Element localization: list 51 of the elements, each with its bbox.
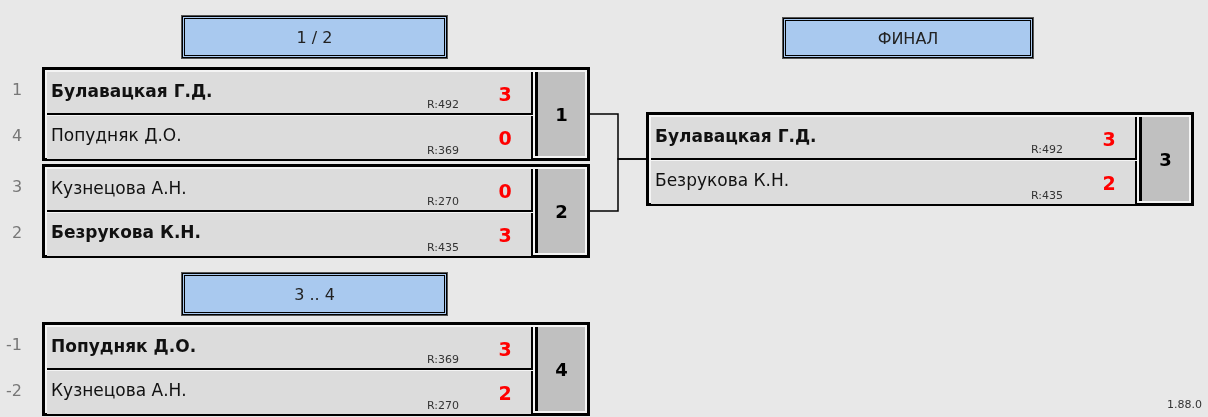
score-cell-text: 3 <box>497 223 513 248</box>
player-name: Попудняк Д.О. <box>51 336 197 356</box>
match-box <box>42 322 590 416</box>
score-cell-text: 3 <box>1101 127 1117 152</box>
round-header: 1 / 2 <box>182 16 447 58</box>
player-name: Безрукова К.Н. <box>655 170 790 190</box>
seed-number: -1 <box>6 335 22 354</box>
rating-label: R:270 <box>427 399 459 412</box>
match-box <box>42 164 590 258</box>
score-cell-text: 2 <box>497 381 513 406</box>
rating-label: R:369 <box>427 353 459 366</box>
rating-label: R:435 <box>1031 189 1063 202</box>
player-row <box>47 169 533 212</box>
seed-number: -2 <box>6 381 22 400</box>
match-number-cell: 1 <box>535 72 585 156</box>
player-name: Кузнецова А.Н. <box>51 380 187 400</box>
seed-number: 4 <box>12 126 23 145</box>
player-row <box>47 371 533 414</box>
score-cell-text: 3 <box>497 82 513 107</box>
score-cell-text: 0 <box>497 126 513 151</box>
version-label: 1.88.0 <box>1167 398 1202 411</box>
score-cell-text: 2 <box>1101 171 1117 196</box>
player-row <box>47 72 533 115</box>
round-header: ФИНАЛ <box>783 18 1033 58</box>
match-number-cell: 2 <box>535 169 585 253</box>
seed-number: 3 <box>12 177 23 196</box>
match-box <box>42 67 590 161</box>
round-header: 3 .. 4 <box>182 273 447 315</box>
rating-label: R:270 <box>427 195 459 208</box>
player-name: Булавацкая Г.Д. <box>51 81 213 101</box>
player-name: Безрукова К.Н. <box>51 222 202 242</box>
score-cell-text: 0 <box>497 179 513 204</box>
rating-label: R:435 <box>427 241 459 254</box>
player-row <box>651 117 1137 160</box>
match-number-cell: 3 <box>1139 117 1189 201</box>
player-name: Попудняк Д.О. <box>51 125 182 145</box>
seed-number: 2 <box>12 223 23 242</box>
player-name: Кузнецова А.Н. <box>51 178 187 198</box>
match-box <box>646 112 1194 206</box>
bracket-line <box>589 158 647 212</box>
seed-number: 1 <box>12 80 23 99</box>
rating-label: R:492 <box>1031 143 1063 156</box>
player-row <box>47 327 533 370</box>
score-cell-text: 3 <box>497 337 513 362</box>
player-row <box>651 161 1137 204</box>
player-name: Булавацкая Г.Д. <box>655 126 817 146</box>
player-row <box>47 116 533 159</box>
match-number-cell: 4 <box>535 327 585 411</box>
rating-label: R:492 <box>427 98 459 111</box>
player-row <box>47 213 533 256</box>
rating-label: R:369 <box>427 144 459 157</box>
